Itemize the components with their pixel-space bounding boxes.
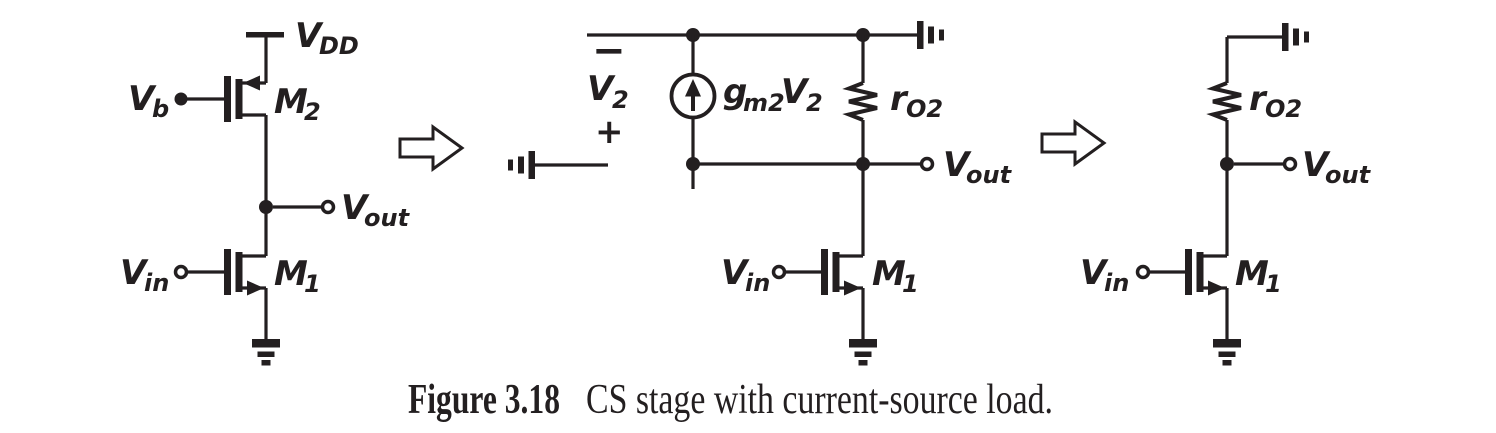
m1-label-sub: 1 — [902, 270, 919, 298]
gm2v2-label-g: g — [723, 72, 747, 112]
vin-terminal — [771, 264, 787, 280]
ground-icon — [252, 339, 280, 366]
vout-terminal — [1282, 156, 1298, 172]
implies-arrow-icon — [1040, 119, 1107, 167]
small-signal-circuit: − V 2 + g m2 V 2 r O2 V out V in M 1 — [508, 21, 1013, 366]
vin-label: V — [120, 253, 149, 293]
ro2-label: r — [1249, 79, 1268, 119]
v2-plus-sign: + — [595, 112, 624, 152]
m1-label-sub: 1 — [304, 270, 321, 298]
vin-terminal — [1135, 264, 1151, 280]
vout-label-sub: out — [364, 204, 411, 232]
ro2-label: r — [890, 79, 909, 119]
ac-ground-icon — [917, 21, 944, 49]
figure-caption: Figure 3.18 CS stage with current-source… — [408, 377, 1053, 423]
nmos-m1-icon — [1148, 249, 1227, 296]
vb-label: V — [128, 79, 157, 119]
resistor-ro2-icon — [847, 81, 879, 122]
vout-terminal — [919, 156, 935, 172]
nmos-m1-icon — [187, 249, 266, 296]
output-node-dot — [686, 157, 700, 171]
vb-label-sub: b — [152, 95, 169, 123]
vdd-label-sub: DD — [319, 32, 359, 60]
pmos-m2-icon — [187, 76, 266, 123]
m1-label: M — [872, 254, 906, 294]
vout-label: V — [1302, 145, 1331, 185]
v2-label: V — [587, 69, 616, 109]
nmos-m1-icon — [784, 249, 863, 296]
gm2v2-label-v: V — [781, 72, 810, 112]
ac-ground-icon — [1282, 23, 1309, 51]
m1-label: M — [1235, 254, 1269, 294]
m2-label: M — [274, 82, 308, 122]
gm2v2-label-m2: m2 — [743, 89, 785, 117]
simplified-circuit: r O2 V out V in M 1 — [1080, 23, 1372, 366]
vdd-label: V — [295, 16, 324, 56]
m1-label-sub: 1 — [1265, 270, 1282, 298]
vout-label: V — [943, 145, 972, 185]
resistor-ro2-icon — [1211, 81, 1243, 122]
vout-terminal — [320, 199, 336, 215]
vout-label-sub: out — [1325, 161, 1372, 189]
ro2-label-sub: O2 — [1265, 95, 1302, 123]
current-source-arrow-head — [685, 79, 701, 97]
gm2v2-label-2: 2 — [806, 89, 823, 117]
vout-label-sub: out — [966, 161, 1013, 189]
vin-label: V — [1080, 253, 1109, 293]
v2-label-sub: 2 — [612, 86, 629, 114]
caption-number: Figure 3.18 — [408, 377, 560, 423]
v2-minus-sign: − — [592, 28, 626, 74]
output-node-dot — [1220, 157, 1234, 171]
schematic-circuit: V DD V b M 2 V out V in M 1 — [120, 16, 411, 366]
vb-terminal-dot — [174, 92, 188, 106]
vin-label-sub: in — [745, 269, 770, 297]
m1-label: M — [274, 254, 308, 294]
implies-arrow-icon — [398, 124, 465, 172]
vin-label-sub: in — [1104, 269, 1129, 297]
ground-icon — [1213, 339, 1241, 366]
caption-text: CS stage with current-source load. — [586, 377, 1053, 423]
vdd-supply-bar — [246, 32, 284, 38]
ro2-label-sub: O2 — [906, 95, 943, 123]
ground-icon — [849, 339, 877, 366]
vout-label: V — [341, 188, 370, 228]
vin-label: V — [721, 253, 750, 293]
m2-label-sub: 2 — [304, 98, 321, 126]
ac-ground-icon — [508, 151, 535, 179]
vin-label-sub: in — [144, 269, 169, 297]
vin-terminal — [173, 264, 189, 280]
